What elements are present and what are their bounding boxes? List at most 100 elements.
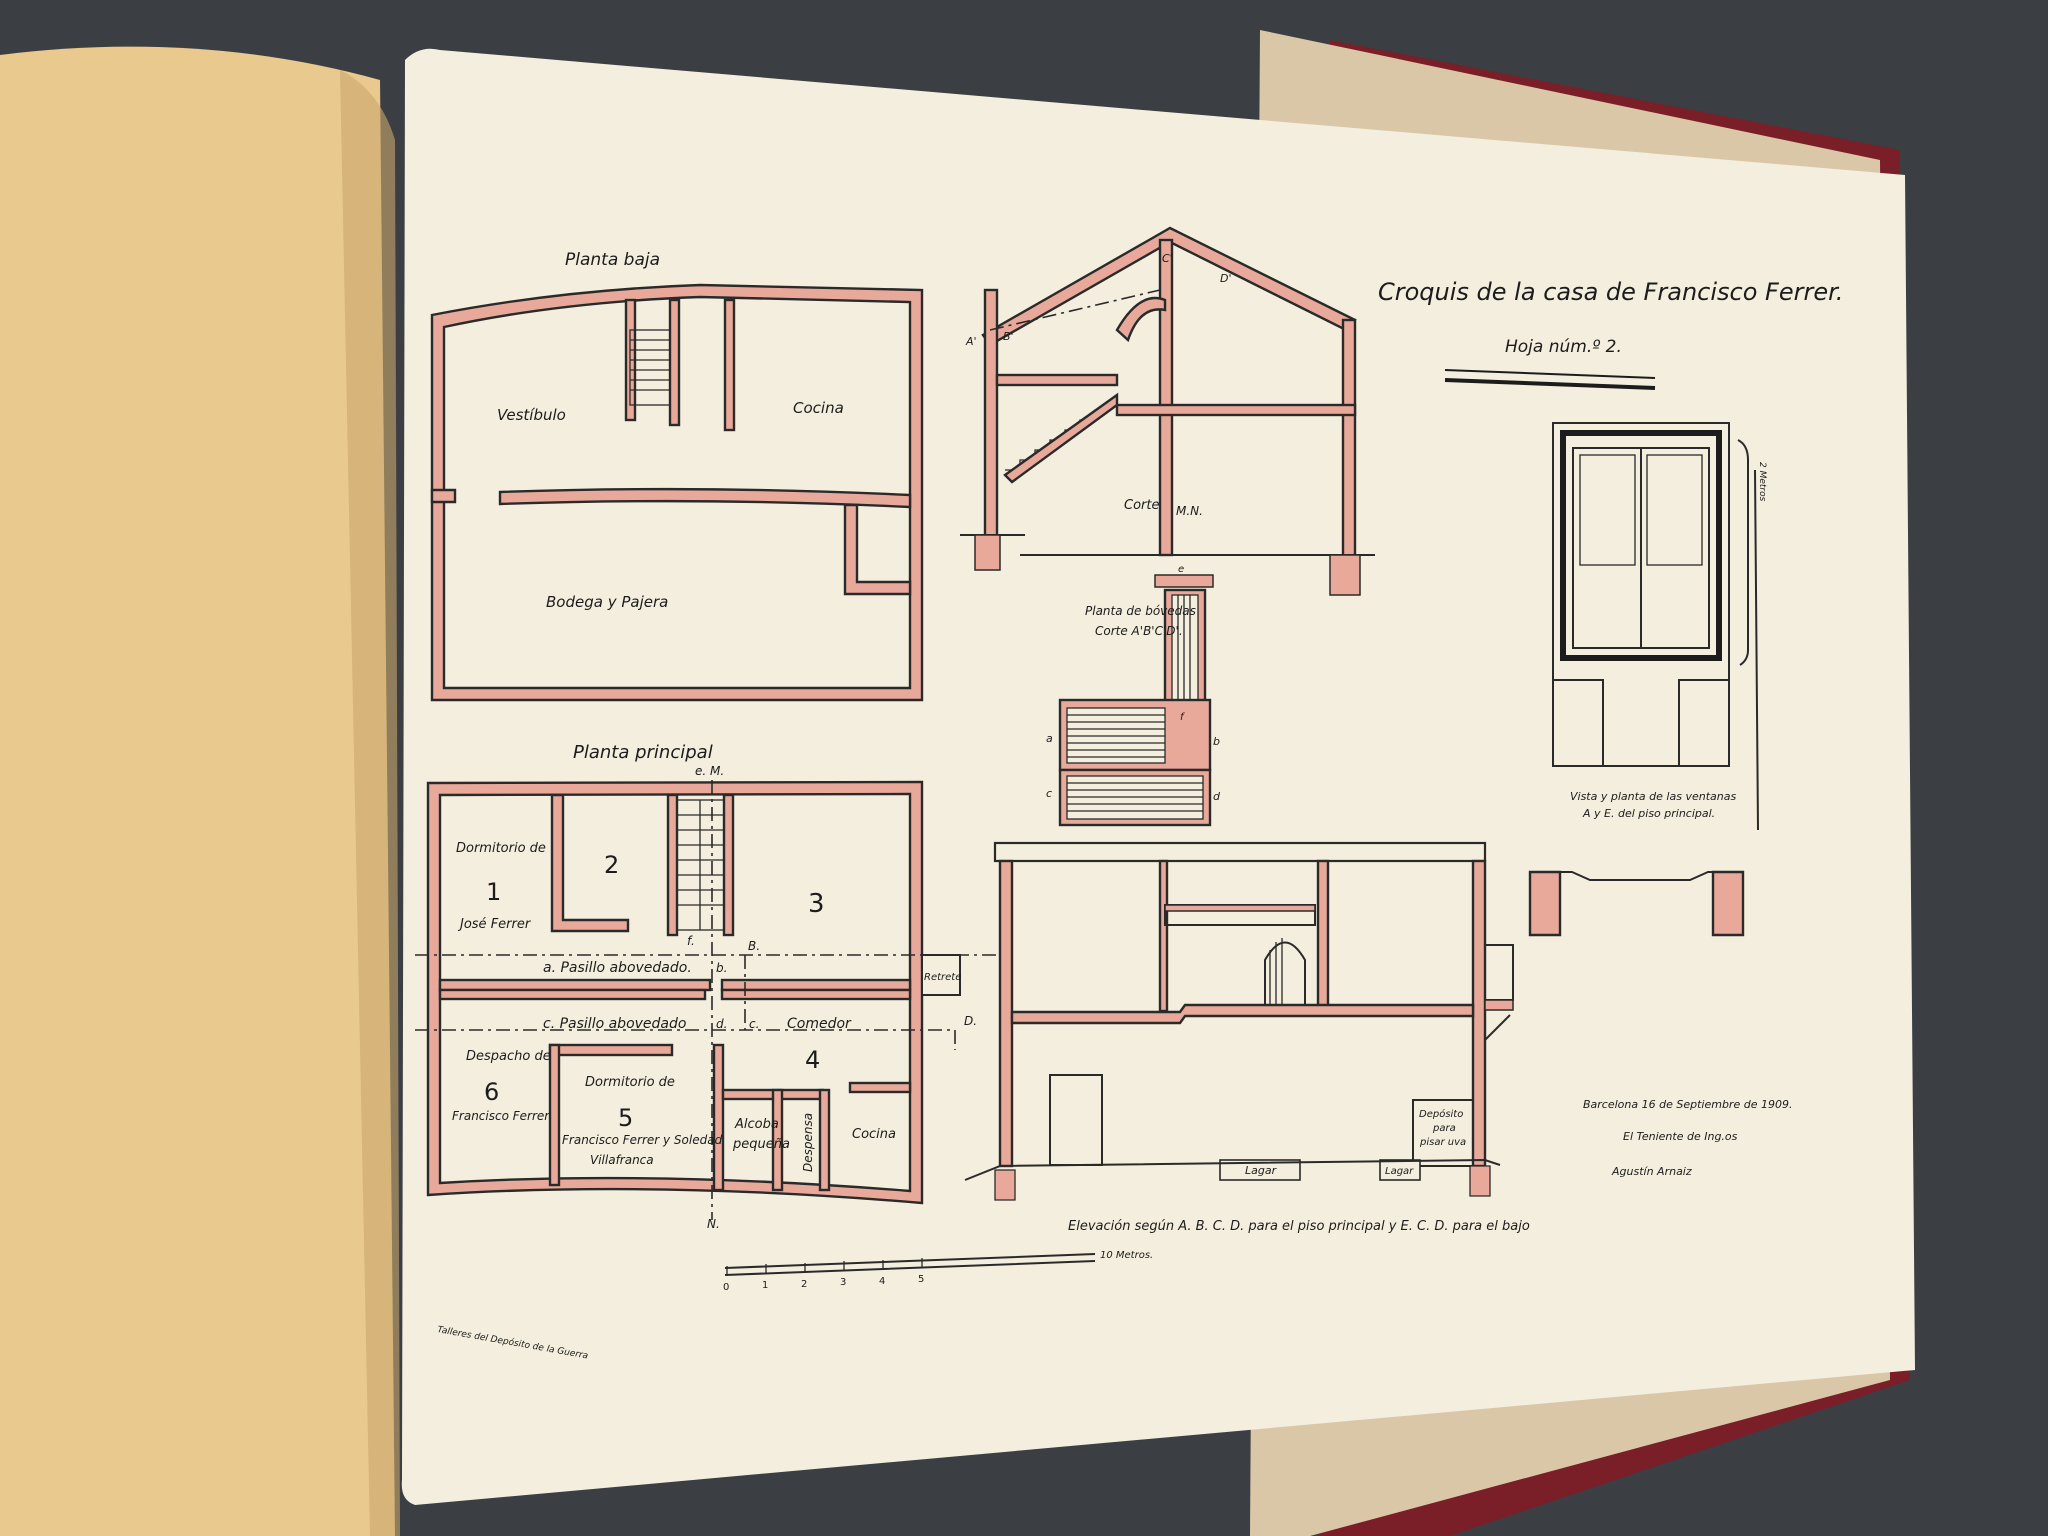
room5-number: 5 bbox=[618, 1104, 633, 1132]
bovedas-cap bbox=[1154, 574, 1214, 588]
elevacion-roof bbox=[993, 841, 1487, 863]
despensa-label: Despensa bbox=[801, 1113, 815, 1172]
elevacion-footings bbox=[994, 1165, 1491, 1201]
mark-N: N. bbox=[707, 1217, 720, 1231]
ventana-jamb-left bbox=[1552, 679, 1604, 767]
planta-principal-title: Planta principal bbox=[573, 742, 713, 763]
deposito-line-2: para bbox=[1432, 1123, 1456, 1134]
elevacion-bracket bbox=[1484, 1014, 1511, 1041]
ventanas-detail: Vista y planta de las ventanas A y E. de… bbox=[1528, 422, 1767, 937]
room5-name1: Francisco Ferrer y Soledad bbox=[562, 1133, 723, 1147]
principal-outer-wall bbox=[426, 780, 924, 1205]
scale-tick-2: 2 bbox=[801, 1279, 807, 1290]
elevacion-right-wall bbox=[1471, 859, 1487, 1168]
principal-corridor-wall-upper-left bbox=[438, 978, 712, 992]
scale-tick-1: 1 bbox=[762, 1280, 768, 1291]
principal-corridor-wall-lower-right bbox=[720, 988, 912, 1001]
elevacion-beam-fill bbox=[1164, 904, 1316, 912]
left-page bbox=[0, 46, 395, 1536]
signature-name: Agustín Arnaiz bbox=[1611, 1165, 1692, 1178]
ventana-scale-line bbox=[1754, 469, 1759, 831]
corte-mn-section: A' B' C' D' Corte M.N. bbox=[960, 226, 1375, 596]
ventana-brace-line bbox=[1737, 439, 1749, 666]
corte-floor-right bbox=[1115, 403, 1357, 417]
elevacion-mid-wall bbox=[1316, 859, 1330, 1013]
principal-cocina-wall bbox=[818, 1088, 831, 1192]
corte-label: Corte bbox=[1124, 498, 1159, 513]
ventana-jamb-right bbox=[1678, 679, 1730, 767]
pasillo-a-label: a. Pasillo abovedado. bbox=[543, 960, 692, 976]
bovedas-letter-d: d bbox=[1213, 790, 1221, 803]
principal-room5-left-wall bbox=[548, 1043, 561, 1187]
scale-tick-3: 3 bbox=[840, 1277, 846, 1288]
deposito-line-1: Depósito bbox=[1419, 1108, 1463, 1120]
ventana-plan-sill bbox=[1545, 871, 1730, 881]
scale-end-label: 10 Metros. bbox=[1100, 1250, 1153, 1261]
bovedas-title-1: Planta de bóvedas bbox=[1085, 604, 1196, 618]
room4-number: 4 bbox=[805, 1046, 820, 1074]
principal-room2-wall bbox=[550, 793, 630, 933]
bovedas-lower-hatch bbox=[1066, 775, 1204, 820]
principal-stair-left-wall bbox=[666, 793, 679, 937]
mark-b: b. bbox=[716, 961, 727, 975]
room2-number: 2 bbox=[604, 851, 619, 879]
retrete-label: Retrete bbox=[924, 972, 961, 983]
principal-despensa-wall bbox=[771, 1088, 784, 1192]
pasillo-c-label: c. Pasillo abovedado bbox=[543, 1016, 686, 1032]
corte-floor-left bbox=[995, 373, 1119, 387]
corte-dash-line bbox=[989, 289, 1161, 331]
room1-number: 1 bbox=[486, 878, 501, 906]
corte-right-wall bbox=[1341, 318, 1357, 559]
deposito-line-3: pisar uva bbox=[1419, 1137, 1466, 1148]
ground-stair-wall-right bbox=[668, 298, 681, 427]
room3-number: 3 bbox=[808, 889, 825, 919]
lagar-box-2 bbox=[1379, 1159, 1421, 1181]
elevacion-arch-door bbox=[1264, 941, 1306, 1005]
bovedas-letter-e: e bbox=[1178, 564, 1184, 575]
ventanas-caption-1: Vista y planta de las ventanas bbox=[1570, 790, 1736, 803]
ventana-pane-right bbox=[1646, 454, 1703, 566]
corte-footings bbox=[974, 534, 1361, 596]
planta-principal: Planta principal Dor bbox=[415, 742, 1000, 1231]
ground-wall-stub bbox=[430, 488, 457, 504]
elevacion-caption: Elevación según A. B. C. D. para el piso… bbox=[1068, 1219, 1530, 1234]
room5-label: Dormitorio de bbox=[585, 1075, 675, 1090]
mark-f: f. bbox=[687, 934, 695, 948]
bovedas-letter-c: c bbox=[1046, 787, 1052, 800]
room6-label: Despacho de bbox=[466, 1049, 551, 1064]
corte-point-D: D' bbox=[1220, 272, 1232, 285]
elevacion-left-wall bbox=[998, 859, 1014, 1168]
elevacion-arch-hatch bbox=[1269, 938, 1283, 1005]
room1-name: José Ferrer bbox=[457, 917, 532, 932]
mark-B: B. bbox=[748, 939, 760, 953]
planta-baja-title: Planta baja bbox=[565, 250, 660, 270]
ground-middle-wall bbox=[498, 487, 912, 509]
mark-em: e. M. bbox=[695, 764, 724, 778]
corte-point-B: B' bbox=[1003, 330, 1014, 343]
principal-stair-right-wall bbox=[722, 793, 735, 937]
ventanas-scale-label: 2 Metros bbox=[1757, 462, 1767, 502]
bovedas-letter-f: f bbox=[1180, 712, 1185, 723]
title-rule-2 bbox=[1444, 378, 1656, 390]
corte-arch bbox=[1115, 296, 1167, 343]
comedor-label: Comedor bbox=[787, 1016, 852, 1032]
corte-mn-label: M.N. bbox=[1176, 504, 1203, 518]
elevacion-ground bbox=[964, 1158, 1501, 1181]
scale-tick-5: 5 bbox=[918, 1274, 924, 1285]
elevacion-inner-wall bbox=[1158, 859, 1169, 1013]
scale-tick-4: 4 bbox=[879, 1276, 885, 1287]
ground-stair-treads bbox=[629, 329, 671, 406]
signature-place-date: Barcelona 16 de Septiembre de 1909. bbox=[1583, 1098, 1792, 1111]
corte-point-C: C' bbox=[1162, 252, 1173, 265]
elevacion-section: Depósito para pisar uva Lagar Lagar Elev… bbox=[964, 841, 1530, 1234]
ventana-pane-left bbox=[1579, 454, 1636, 566]
principal-room5-top-wall bbox=[548, 1043, 674, 1057]
corte-center-wall bbox=[1158, 238, 1174, 557]
principal-stair-treads bbox=[676, 799, 725, 931]
mark-c: c. bbox=[749, 1017, 759, 1031]
sheet-title-block: Croquis de la casa de Francisco Ferrer. … bbox=[1378, 278, 1843, 390]
room6-name: Francisco Ferrer bbox=[452, 1109, 550, 1123]
deposito-box bbox=[1412, 1099, 1474, 1167]
